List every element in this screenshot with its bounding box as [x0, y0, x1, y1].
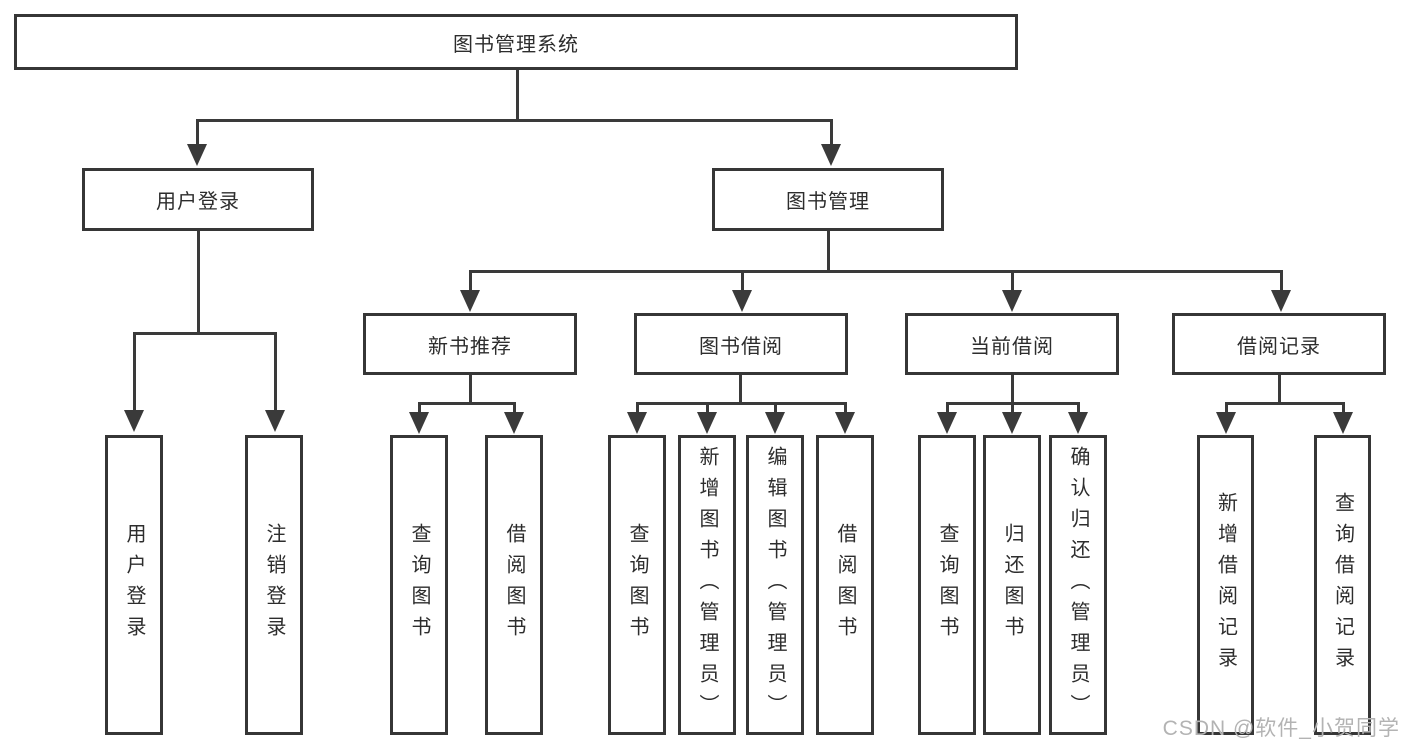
node-library-system: 图书管理系统	[14, 14, 1018, 70]
leaf-br-edit-books-admin: 编辑图书（管理员）	[746, 435, 804, 735]
connector-book-mgmt-stem	[827, 231, 830, 273]
connector-to-borrowing	[741, 270, 744, 292]
leaf-nb-query-books: 查询图书	[390, 435, 448, 735]
connector-to-book-mgmt	[830, 119, 833, 146]
connector-records-bus	[1225, 402, 1345, 405]
leaf-re-add-record: 新增借阅记录	[1197, 435, 1254, 735]
connector-to-records	[1280, 270, 1283, 292]
leaf-br-borrow-books: 借阅图书	[816, 435, 874, 735]
arrowhead-new-books	[460, 290, 480, 312]
node-current-borrow: 当前借阅	[905, 313, 1119, 375]
connector-br-leaf3	[774, 402, 777, 414]
connector-root-bus	[196, 119, 833, 122]
node-borrowing: 图书借阅	[634, 313, 848, 375]
connector-borrowing-stem	[739, 375, 742, 404]
connector-borrowing-bus	[636, 402, 846, 405]
connector-current-stem	[1011, 375, 1014, 404]
leaf-nb-borrow-books: 借阅图书	[485, 435, 543, 735]
connector-to-new-books	[469, 270, 472, 292]
arrowhead-leaf-logout	[265, 410, 285, 432]
arrowhead-re-leaf1	[1216, 412, 1236, 434]
connector-new-books-bus	[418, 402, 516, 405]
connector-user-login-bus	[133, 332, 277, 335]
arrowhead-br-leaf4	[835, 412, 855, 434]
connector-br-leaf1	[636, 402, 639, 414]
arrowhead-leaf-login	[124, 410, 144, 432]
connector-root-stem	[516, 70, 519, 120]
connector-nb-leaf1	[418, 402, 421, 414]
connector-cu-leaf1	[946, 402, 949, 414]
arrowhead-br-leaf3	[765, 412, 785, 434]
connector-nb-leaf2	[513, 402, 516, 414]
arrowhead-records	[1271, 290, 1291, 312]
arrowhead-nb-leaf2	[504, 412, 524, 434]
connector-br-leaf2	[706, 402, 709, 414]
leaf-br-add-books-admin: 新增图书（管理员）	[678, 435, 736, 735]
arrowhead-borrowing	[732, 290, 752, 312]
connector-cu-leaf3	[1077, 402, 1080, 414]
leaf-user-login: 用户登录	[105, 435, 163, 735]
arrowhead-re-leaf2	[1333, 412, 1353, 434]
connector-user-login-stem	[197, 231, 200, 334]
connector-book-mgmt-bus	[469, 270, 1282, 273]
arrowhead-br-leaf2	[697, 412, 717, 434]
leaf-cu-confirm-return-admin: 确认归还（管理员）	[1049, 435, 1107, 735]
connector-re-leaf1	[1225, 402, 1228, 414]
arrowhead-br-leaf1	[627, 412, 647, 434]
connector-br-leaf4	[844, 402, 847, 414]
connector-to-leaf-login	[133, 332, 136, 412]
connector-records-stem	[1278, 375, 1281, 404]
arrowhead-cu-leaf3	[1068, 412, 1088, 434]
node-user-login: 用户登录	[82, 168, 314, 231]
arrowhead-user-login	[187, 144, 207, 166]
arrowhead-cu-leaf2	[1002, 412, 1022, 434]
node-new-books: 新书推荐	[363, 313, 577, 375]
connector-to-current	[1011, 270, 1014, 292]
csdn-watermark: CSDN @软件_小贺同学	[1162, 717, 1400, 740]
leaf-cu-return-books: 归还图书	[983, 435, 1041, 735]
arrowhead-nb-leaf1	[409, 412, 429, 434]
connector-cu-leaf2	[1011, 402, 1014, 414]
node-borrow-records: 借阅记录	[1172, 313, 1386, 375]
connector-to-leaf-logout	[274, 332, 277, 412]
leaf-br-query-books: 查询图书	[608, 435, 666, 735]
leaf-re-query-record: 查询借阅记录	[1314, 435, 1371, 735]
node-book-mgmt: 图书管理	[712, 168, 944, 231]
arrowhead-cu-leaf1	[937, 412, 957, 434]
connector-re-leaf2	[1342, 402, 1345, 414]
leaf-logout: 注销登录	[245, 435, 303, 735]
connector-to-user-login	[196, 119, 199, 146]
arrowhead-book-mgmt	[821, 144, 841, 166]
leaf-cu-query-books: 查询图书	[918, 435, 976, 735]
arrowhead-current	[1002, 290, 1022, 312]
connector-new-books-stem	[469, 375, 472, 404]
